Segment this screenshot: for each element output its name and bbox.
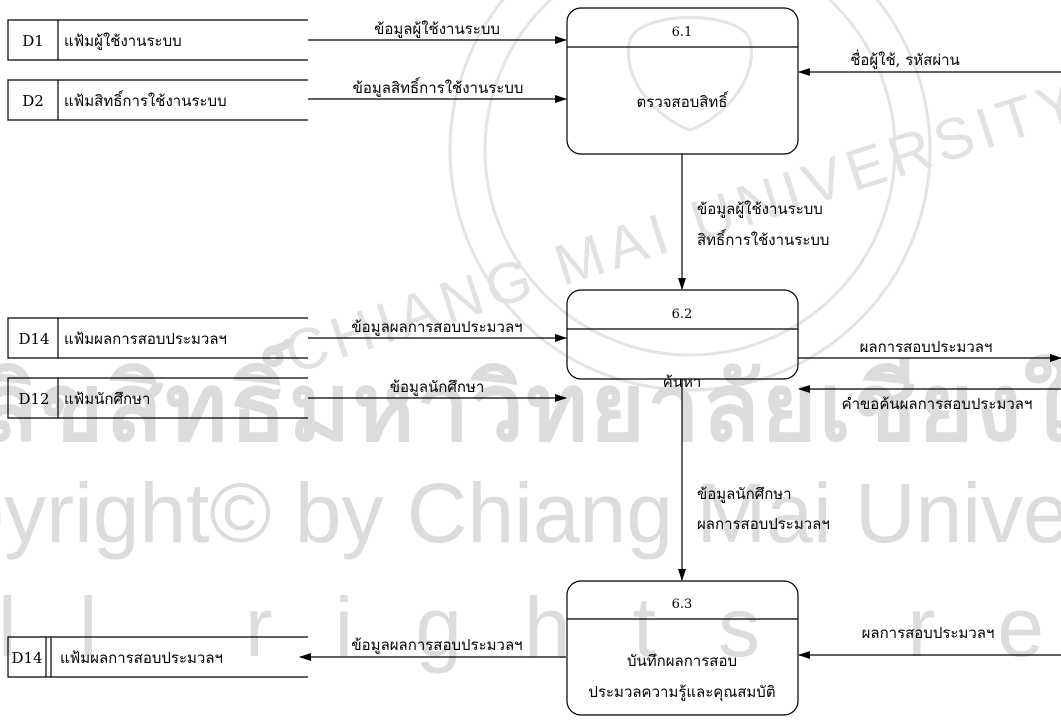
data-store-id: D2: [22, 92, 44, 110]
flow-label: ชื่อผู้ใช้, รหัสผ่าน: [850, 49, 960, 69]
data-store-id: D12: [18, 390, 49, 408]
process-number: 6.2: [672, 307, 693, 322]
data-store-name: แฟ้มนักศึกษา: [64, 390, 150, 408]
data-store-d2: D2 แฟ้มสิทธิ์การใช้งานระบบ: [7, 79, 308, 121]
flow-lines: [299, 36, 1061, 661]
flow-label: ข้อมูลผู้ใช้งานระบบ: [374, 20, 500, 38]
flow-label: คำขอค้นผลการสอบประมวลฯ: [842, 395, 1033, 413]
data-store-d12: D12 แฟ้มนักศึกษา: [7, 377, 308, 419]
process-name-line-1: บันทึกผลการสอบ: [627, 652, 737, 670]
data-store-id: D1: [22, 32, 44, 50]
data-store-d14-second: D14 แฟ้มผลการสอบประมวลฯ: [7, 636, 308, 678]
data-store-name: แฟ้มผลการสอบประมวลฯ: [60, 649, 223, 667]
flow-label-line-2: สิทธิ์การใช้งานระบบ: [697, 229, 829, 249]
data-store-id: D14: [11, 649, 42, 667]
process-number: 6.1: [672, 25, 693, 40]
flow-label-line-2: ผลการสอบประมวลฯ: [697, 515, 830, 533]
flow-label: ข้อมูลนักศึกษา: [390, 378, 485, 396]
data-store-id: D14: [18, 330, 49, 348]
watermark-line-rights: All rights reserved: [0, 580, 1061, 674]
process-name-line-2: ประมวลความรู้และคุณสมบัติ: [588, 683, 775, 702]
process-6-3: 6.3 บันทึกผลการสอบ ประมวลความรู้และคุณสม…: [566, 580, 799, 716]
flow-label: ข้อมูลผลการสอบประมวลฯ: [351, 636, 522, 654]
flow-labels: ข้อมูลผู้ใช้งานระบบ ข้อมูลสิทธิ์การใช้งา…: [351, 20, 1032, 654]
flow-label: ข้อมูลผลการสอบประมวลฯ: [351, 318, 522, 336]
flow-label-line-1: ข้อมูลนักศึกษา: [697, 485, 792, 503]
data-store-d1: D1 แฟ้มผู้ใช้งานระบบ: [7, 19, 308, 61]
watermark-seal: [448, 0, 932, 392]
watermark-line-thai: ลิขสิทธิ์มหาวิทยาลัยเชียงใหม่: [0, 339, 1061, 460]
data-store-name: แฟ้มผลการสอบประมวลฯ: [64, 330, 227, 348]
watermark-line-copyright: Copyright© by Chiang Mai University: [0, 466, 1061, 560]
flow-label-line-1: ข้อมูลผู้ใช้งานระบบ: [697, 200, 823, 218]
flow-label: ผลการสอบประมวลฯ: [860, 338, 993, 356]
data-store-name: แฟ้มสิทธิ์การใช้งานระบบ: [64, 90, 227, 110]
data-store-name: แฟ้มผู้ใช้งานระบบ: [64, 32, 182, 50]
process-name: ตรวจสอบสิทธิ์: [637, 91, 730, 111]
flow-label: ข้อมูลสิทธิ์การใช้งานระบบ: [353, 77, 524, 97]
flow-label: ผลการสอบประมวลฯ: [862, 624, 995, 642]
data-store-d14: D14 แฟ้มผลการสอบประมวลฯ: [7, 317, 308, 359]
process-number: 6.3: [672, 597, 693, 612]
process-6-1: 6.1 ตรวจสอบสิทธิ์: [566, 7, 799, 155]
